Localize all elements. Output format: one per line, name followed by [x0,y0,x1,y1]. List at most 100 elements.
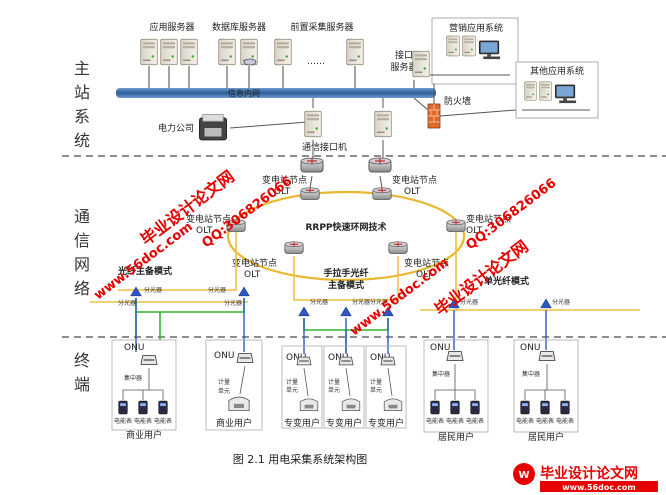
logo-brand-text: 毕业设计论文网 [540,465,638,482]
server-icon [140,38,158,66]
meter-unit-icon [383,398,403,411]
meter-unit-icon [299,398,319,411]
server-icon [346,38,364,66]
user-label: 专变用户 [284,417,320,429]
router-icon [284,241,304,255]
section-label-network: 通 信 网 络 [74,207,90,298]
section-label-terminal-char-2: 端 [74,375,90,394]
splitter-icon [130,286,142,297]
server-icon [412,50,430,78]
server-icon [218,38,236,66]
splitter-label: 分光器 [370,298,388,306]
router-icon [368,157,392,173]
onu-icon [296,356,312,366]
terminal-group-special-1 [281,345,323,429]
meter-label: 电能表 [154,417,172,425]
server-icon [462,35,476,57]
onu-label: ONU [430,343,450,353]
user-label: 居民用户 [438,431,474,443]
app-server-label: 应用服务器 [149,21,194,33]
meter-unit-icon [228,396,250,412]
router-icon [446,219,466,233]
router-icon [372,187,392,201]
user-label: 商业用户 [216,417,252,429]
splitter-label: 分光器 [208,286,226,294]
marketing-label: 营销应用系统 [449,22,503,34]
meter-unit-label-2: 单元 [328,386,340,394]
splitter-label: 分光器 [460,298,478,306]
server-icon [180,38,198,66]
user-label: 居民用户 [528,431,564,443]
meter-icon [470,400,480,415]
onu-label: ONU [286,353,306,363]
router-icon [388,241,408,255]
info-bus [116,88,436,98]
logo-site-text: www.56doc.com [562,483,635,492]
meter-icon [540,400,550,415]
splitter-icon [340,306,352,317]
interface-server-label-1: 接口 [395,49,413,61]
onu-label: ONU [214,351,234,361]
figure-caption: 图 2.1 用电采集系统架构图 [233,452,368,466]
db-servers [218,38,258,66]
comm-interface-label: 通信接口机 [302,141,347,153]
meter-icon [450,400,460,415]
meter-label: 电能表 [446,417,464,425]
splitter-label: 分光器 [224,299,242,307]
onu-icon [538,351,556,361]
user-label: 商业用户 [126,429,162,441]
section-label-network-char-4: 络 [74,279,90,298]
section-label-master: 主 站 系 统 [74,59,90,150]
power-company-label: 电力公司 [158,122,194,134]
front-server-label: 前置采集服务器 [290,21,353,33]
db-server-label: 数据库服务器 [212,21,266,33]
olt-label-sub: OLT [404,187,421,197]
terminal-group-special-2 [323,345,365,429]
server-icon [539,81,552,101]
meter-label: 电能表 [516,417,534,425]
olt-label: 变电站节点 [262,174,307,186]
firewall-label: 防火墙 [444,95,471,107]
meter-unit-label-1: 计量 [328,378,340,386]
splitter-icon [540,298,552,309]
onu-label: ONU [328,353,348,363]
router-icon [300,157,324,173]
onu-icon [338,356,354,366]
meter-label: 电能表 [556,417,574,425]
meter-icon [138,400,148,415]
terminal-group-commercial [111,339,177,431]
section-label-network-char-3: 网 [74,255,90,274]
terminal-group-commercial-2 [205,339,263,431]
concentrator-label: 集中器 [522,370,540,378]
olt-label-sub: OLT [416,270,433,280]
server-icon [274,38,292,66]
app-servers [140,38,198,66]
svg-text:W: W [518,470,529,481]
section-label-master-char-2: 站 [74,83,90,102]
fiber-lines [90,232,640,311]
olt-label-sub: OLT [466,226,483,236]
onu-icon [446,351,464,361]
meter-label: 电能表 [466,417,484,425]
splitter-icon [238,286,250,297]
user-label: 专变用户 [368,417,404,429]
rrpp-ring [226,190,466,282]
olt-label: 变电站节点 [232,257,277,269]
server-icon [446,35,460,57]
mode-main-backup-label: 光纤主备模式 [117,265,172,277]
user-label: 专变用户 [326,417,362,429]
interface-server-label-2: 服务器 [390,61,417,73]
section-label-terminal-char-1: 终 [74,351,90,370]
olt-label: 变电站节点 [466,213,511,225]
onu-label: ONU [370,353,390,363]
meter-unit-label-2: 单元 [218,387,230,395]
meter-unit-label-1: 计量 [218,378,230,386]
server-icon [304,110,322,138]
meter-unit-label-2: 单元 [286,386,298,394]
meter-icon [118,400,128,415]
meter-unit-label-1: 计量 [370,378,382,386]
olt-label: 变电站节点 [186,213,231,225]
olt-label-sub: OLT [274,187,291,197]
onu-icon [380,356,396,366]
